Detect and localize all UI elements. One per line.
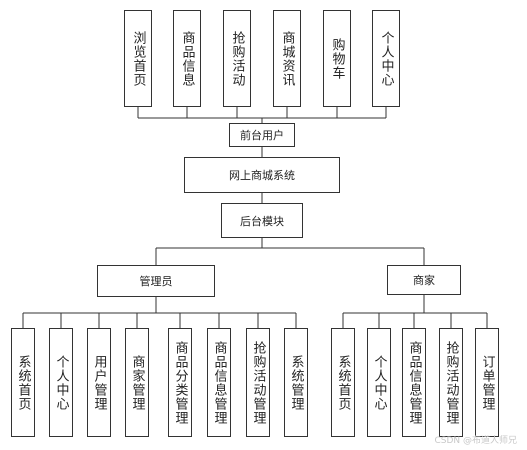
front-module-browse-home: 浏览首页 [124,10,152,107]
admin-node: 管理员 [97,265,215,297]
merchant-module-flash-sale-management: 抢购活动管理 [439,328,463,437]
admin-module-user-management: 用户管理 [87,328,111,437]
admin-module-personal-center: 个人中心 [49,328,73,437]
merchant-module-personal-center: 个人中心 [367,328,391,437]
admin-module-system-management: 系统管理 [284,328,308,437]
merchant-node: 商家 [387,265,461,295]
admin-module-product-management: 商品信息管理 [207,328,231,437]
system-root-node: 网上商城系统 [184,157,340,193]
backend-module-node: 后台模块 [221,203,303,238]
admin-module-merchant-management: 商家管理 [125,328,149,437]
admin-module-system-home: 系统首页 [11,328,35,437]
admin-module-category-management: 商品分类管理 [168,328,192,437]
merchant-module-product-management: 商品信息管理 [402,328,426,437]
merchant-module-order-management: 订单管理 [475,328,499,437]
front-module-cart: 购物车 [323,10,351,107]
merchant-module-system-home: 系统首页 [331,328,355,437]
admin-module-flash-sale-management: 抢购活动管理 [246,328,270,437]
watermark: CSDN @布道人师兄 [434,436,517,446]
front-module-mall-news: 商城资讯 [273,10,301,107]
front-module-product-info: 商品信息 [173,10,201,107]
front-user-node: 前台用户 [229,123,295,147]
front-module-flash-sale: 抢购活动 [223,10,251,107]
front-module-personal-center: 个人中心 [372,10,400,107]
